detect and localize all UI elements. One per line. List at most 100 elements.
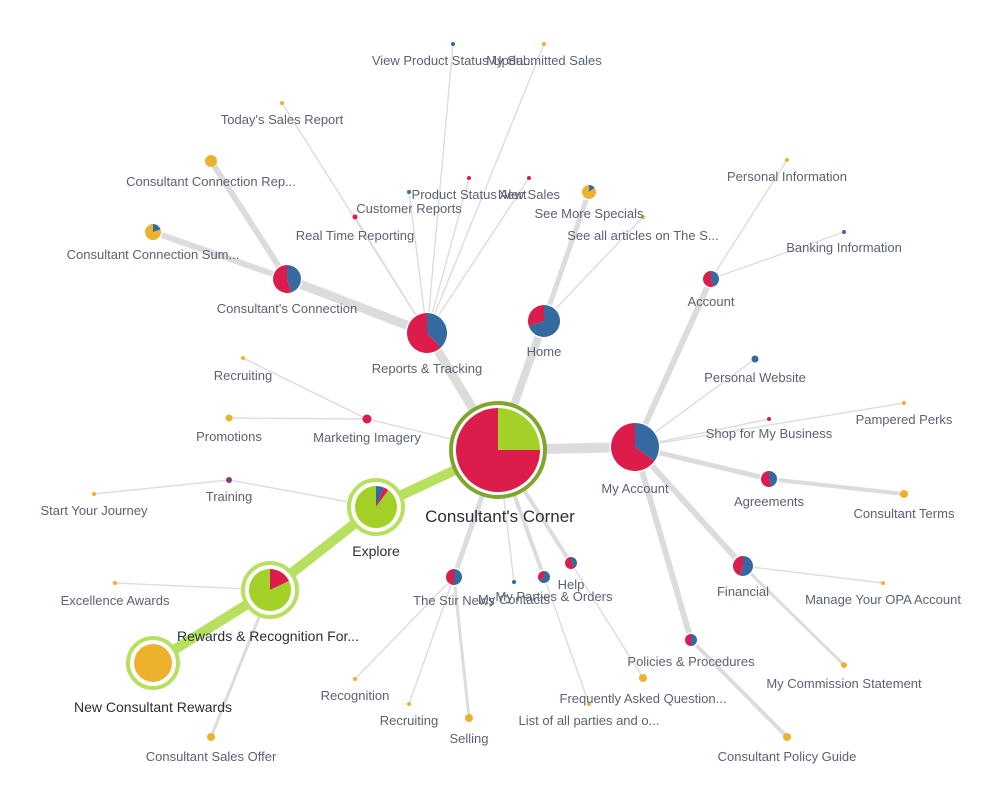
edge-myaccount-financial xyxy=(632,444,746,569)
node-customerreports[interactable] xyxy=(407,190,411,194)
label-salesoffer: Consultant Sales Offer xyxy=(146,749,277,764)
edge-home-seemore xyxy=(541,189,592,324)
node-policyguide[interactable] xyxy=(783,733,791,741)
node-commission[interactable] xyxy=(841,662,847,668)
node-pamperedperks[interactable] xyxy=(902,401,906,405)
edge-help-faq xyxy=(570,562,644,679)
label-seemore: See More Specials xyxy=(534,206,644,221)
node-personalinfo[interactable] xyxy=(785,158,789,162)
node-reports[interactable] xyxy=(405,311,449,355)
node-startjourney[interactable] xyxy=(92,492,96,496)
edge-parties-listparties xyxy=(543,576,590,705)
edge-reports-productstatus xyxy=(426,177,470,334)
label-consultants-corner: Consultant's Corner xyxy=(425,507,575,526)
node-myaccount[interactable] xyxy=(609,421,661,473)
node-recruiting1[interactable] xyxy=(241,356,245,360)
node-financial[interactable] xyxy=(731,554,755,578)
edge-account-banking xyxy=(710,231,845,280)
edge-reports-connection xyxy=(282,274,432,338)
node-parties[interactable] xyxy=(536,569,552,585)
edge-financial-commission xyxy=(741,564,846,667)
edge-stirnews-recognition xyxy=(354,576,455,680)
label-home: Home xyxy=(527,344,562,359)
label-stirnews: The Stir News xyxy=(413,593,495,608)
label-personalweb: Personal Website xyxy=(704,370,806,385)
label-opa: Manage Your OPA Account xyxy=(805,592,961,607)
label-parties: My Parties & Orders xyxy=(495,589,613,604)
node-consultants-corner[interactable] xyxy=(449,401,547,499)
node-newcons[interactable] xyxy=(126,636,180,690)
label-recruiting2: Recruiting xyxy=(380,713,439,728)
label-account: Account xyxy=(688,294,735,309)
label-marketing: Marketing Imagery xyxy=(313,430,421,445)
node-viewstatus[interactable] xyxy=(451,42,455,46)
node-recruiting2[interactable] xyxy=(407,702,411,706)
label-viewstatus: View Product Status Upda... xyxy=(372,53,534,68)
edge-agreements-consterms xyxy=(767,477,906,496)
node-agreements[interactable] xyxy=(759,469,779,489)
node-explore[interactable] xyxy=(347,478,405,536)
node-personalweb[interactable] xyxy=(751,355,759,363)
node-connrep[interactable] xyxy=(205,155,217,167)
node-training[interactable] xyxy=(226,477,232,483)
node-contacts[interactable] xyxy=(512,580,516,584)
label-excellence: Excellence Awards xyxy=(61,593,170,608)
label-explore: Explore xyxy=(352,543,400,559)
label-promotions: Promotions xyxy=(196,429,262,444)
label-layer: Consultant's Corner Reports & Tracking Hom… xyxy=(41,53,962,764)
node-todaysales[interactable] xyxy=(280,101,284,105)
label-financial: Financial xyxy=(717,584,769,599)
node-faq[interactable] xyxy=(639,674,647,682)
edge-myaccount-pamperedperks xyxy=(634,402,905,448)
node-listparties[interactable] xyxy=(587,702,591,706)
node-opa[interactable] xyxy=(881,581,885,585)
node-mysubmitted[interactable] xyxy=(542,42,546,46)
node-account[interactable] xyxy=(701,269,721,289)
node-seemore[interactable] xyxy=(580,183,598,201)
label-training: Training xyxy=(206,489,252,504)
label-newsales: New Sales xyxy=(498,187,561,202)
node-salesoffer[interactable] xyxy=(207,733,215,741)
edge-reports-mysubmitted xyxy=(426,43,545,334)
edge-connection-connrep xyxy=(208,158,290,282)
edge-financial-opa xyxy=(742,565,884,584)
node-rewards[interactable] xyxy=(241,561,299,619)
edge-training-startjourney xyxy=(93,479,230,495)
label-pamperedperks: Pampered Perks xyxy=(856,412,953,427)
node-excellence[interactable] xyxy=(113,581,117,585)
node-connection[interactable] xyxy=(271,263,303,295)
node-selling[interactable] xyxy=(465,714,473,722)
node-stirnews[interactable] xyxy=(444,567,464,587)
node-shop[interactable] xyxy=(767,417,771,421)
label-personalinfo: Personal Information xyxy=(727,169,847,184)
node-promotions[interactable] xyxy=(225,414,233,422)
label-reports: Reports & Tracking xyxy=(372,361,483,376)
node-marketing[interactable] xyxy=(362,414,372,424)
node-realtime[interactable] xyxy=(352,214,358,220)
node-connsum[interactable] xyxy=(143,222,163,242)
node-policies[interactable] xyxy=(683,632,699,648)
node-help[interactable] xyxy=(563,555,579,571)
node-seearticles[interactable] xyxy=(641,215,645,219)
node-banking[interactable] xyxy=(842,230,846,234)
edge-reports-customerreports xyxy=(408,191,428,334)
edge-reports-viewstatus xyxy=(426,43,454,334)
edge-stirnews-selling xyxy=(452,575,471,720)
label-startjourney: Start Your Journey xyxy=(41,503,148,518)
node-layer xyxy=(92,42,908,741)
edge-stirnews-recruiting2 xyxy=(408,576,455,705)
label-newcons: New Consultant Rewards xyxy=(74,699,232,715)
node-newsales[interactable] xyxy=(527,176,531,180)
label-myaccount: My Account xyxy=(601,481,669,496)
label-realtime: Real Time Reporting xyxy=(296,228,415,243)
label-shop: Shop for My Business xyxy=(706,426,833,441)
node-consterms[interactable] xyxy=(900,490,908,498)
node-recognition[interactable] xyxy=(353,677,357,681)
label-faq: Frequently Asked Question... xyxy=(560,691,727,706)
label-seearticles: See all articles on The S... xyxy=(567,228,719,243)
node-productstatus[interactable] xyxy=(467,176,471,180)
node-home[interactable] xyxy=(526,303,562,339)
label-connrep: Consultant Connection Rep... xyxy=(126,174,296,189)
